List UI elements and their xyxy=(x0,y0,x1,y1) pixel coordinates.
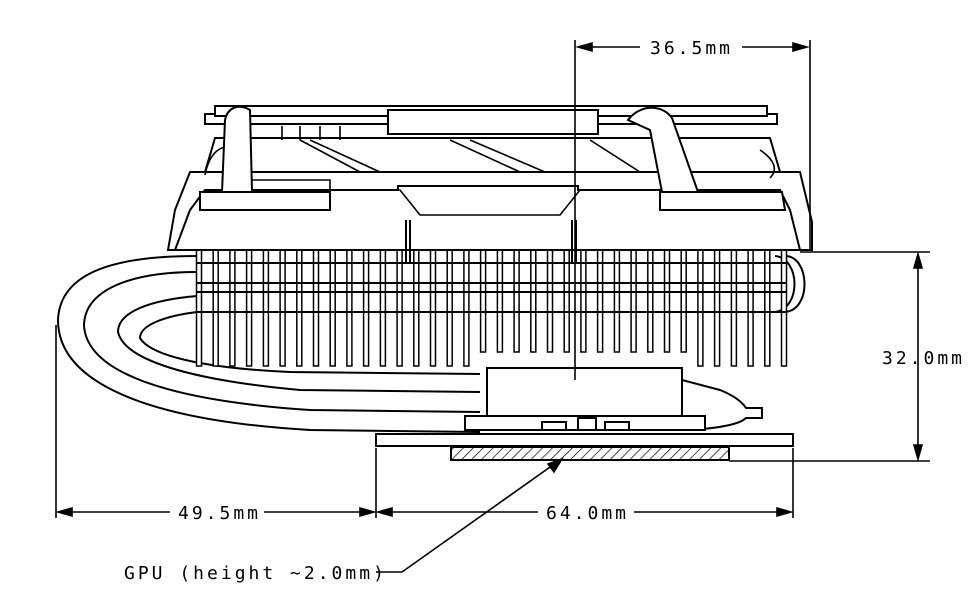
gpu-die xyxy=(450,446,730,461)
heatsink-fin xyxy=(329,249,336,367)
dimension-label-base-width: 64.0mm xyxy=(546,503,629,524)
dimension-label-left-width: 49.5mm xyxy=(178,503,261,524)
heatsink-fin xyxy=(647,249,654,353)
dimension-right-height xyxy=(729,251,930,462)
heatsink-fin xyxy=(429,249,437,367)
fan-shroud xyxy=(166,105,813,251)
gpu-callout-leader xyxy=(376,457,564,573)
heatsink-fin xyxy=(563,249,570,353)
heatsink-fin xyxy=(530,249,537,353)
heatsink-fin xyxy=(413,249,420,367)
heatsink-fin xyxy=(245,249,253,367)
heatsink-fin xyxy=(747,249,754,367)
copper-base-block xyxy=(464,367,706,431)
heatsink-fin xyxy=(446,249,453,367)
heatsink-fin xyxy=(630,249,637,353)
heatsink-fin xyxy=(546,249,554,353)
heatsink-fin xyxy=(596,249,604,353)
heatsink-fin xyxy=(713,249,721,367)
dimension-label-top-width: 36.5mm xyxy=(650,38,733,59)
heat-pipe-loop xyxy=(56,255,481,433)
heatsink-fin xyxy=(396,249,403,367)
heatsink-fin xyxy=(479,249,487,353)
heatsink-fin-band xyxy=(197,220,787,313)
heatsink-fin xyxy=(780,249,788,367)
pcb-board xyxy=(375,433,794,447)
heatsink-fin xyxy=(279,249,286,367)
dimension-label-right-height: 32.0mm xyxy=(882,348,965,369)
heatsink-fin xyxy=(513,249,520,353)
heatsink-fin xyxy=(195,249,203,367)
gpu-callout-label: GPU (height ~2.0mm) xyxy=(124,563,387,584)
heatsink-fin xyxy=(262,249,270,367)
heatsink-fin xyxy=(496,249,504,353)
heatsink-fin xyxy=(362,249,370,367)
heatsink-fins xyxy=(195,249,788,367)
heatsink-fin xyxy=(212,249,219,367)
heatsink-fin xyxy=(580,249,587,353)
heatsink-fin xyxy=(730,249,738,367)
heatsink-fin xyxy=(613,249,621,353)
dimension-top-width xyxy=(574,40,811,380)
heatsink-fin xyxy=(312,249,320,367)
heatsink-fin xyxy=(463,249,470,367)
heatsink-fin xyxy=(229,249,236,367)
heatsink-fin xyxy=(379,249,387,367)
dimension-left-width xyxy=(55,325,377,518)
dimension-base-width xyxy=(375,448,794,518)
heatsink-fin xyxy=(346,249,353,367)
heatsink-fin xyxy=(296,249,303,367)
heatsink-fin xyxy=(680,249,687,353)
fan-mount-arms xyxy=(199,105,787,211)
heatsink-fin xyxy=(663,249,671,353)
heatsink-fin xyxy=(697,249,704,367)
heatsink-fin xyxy=(764,249,771,367)
